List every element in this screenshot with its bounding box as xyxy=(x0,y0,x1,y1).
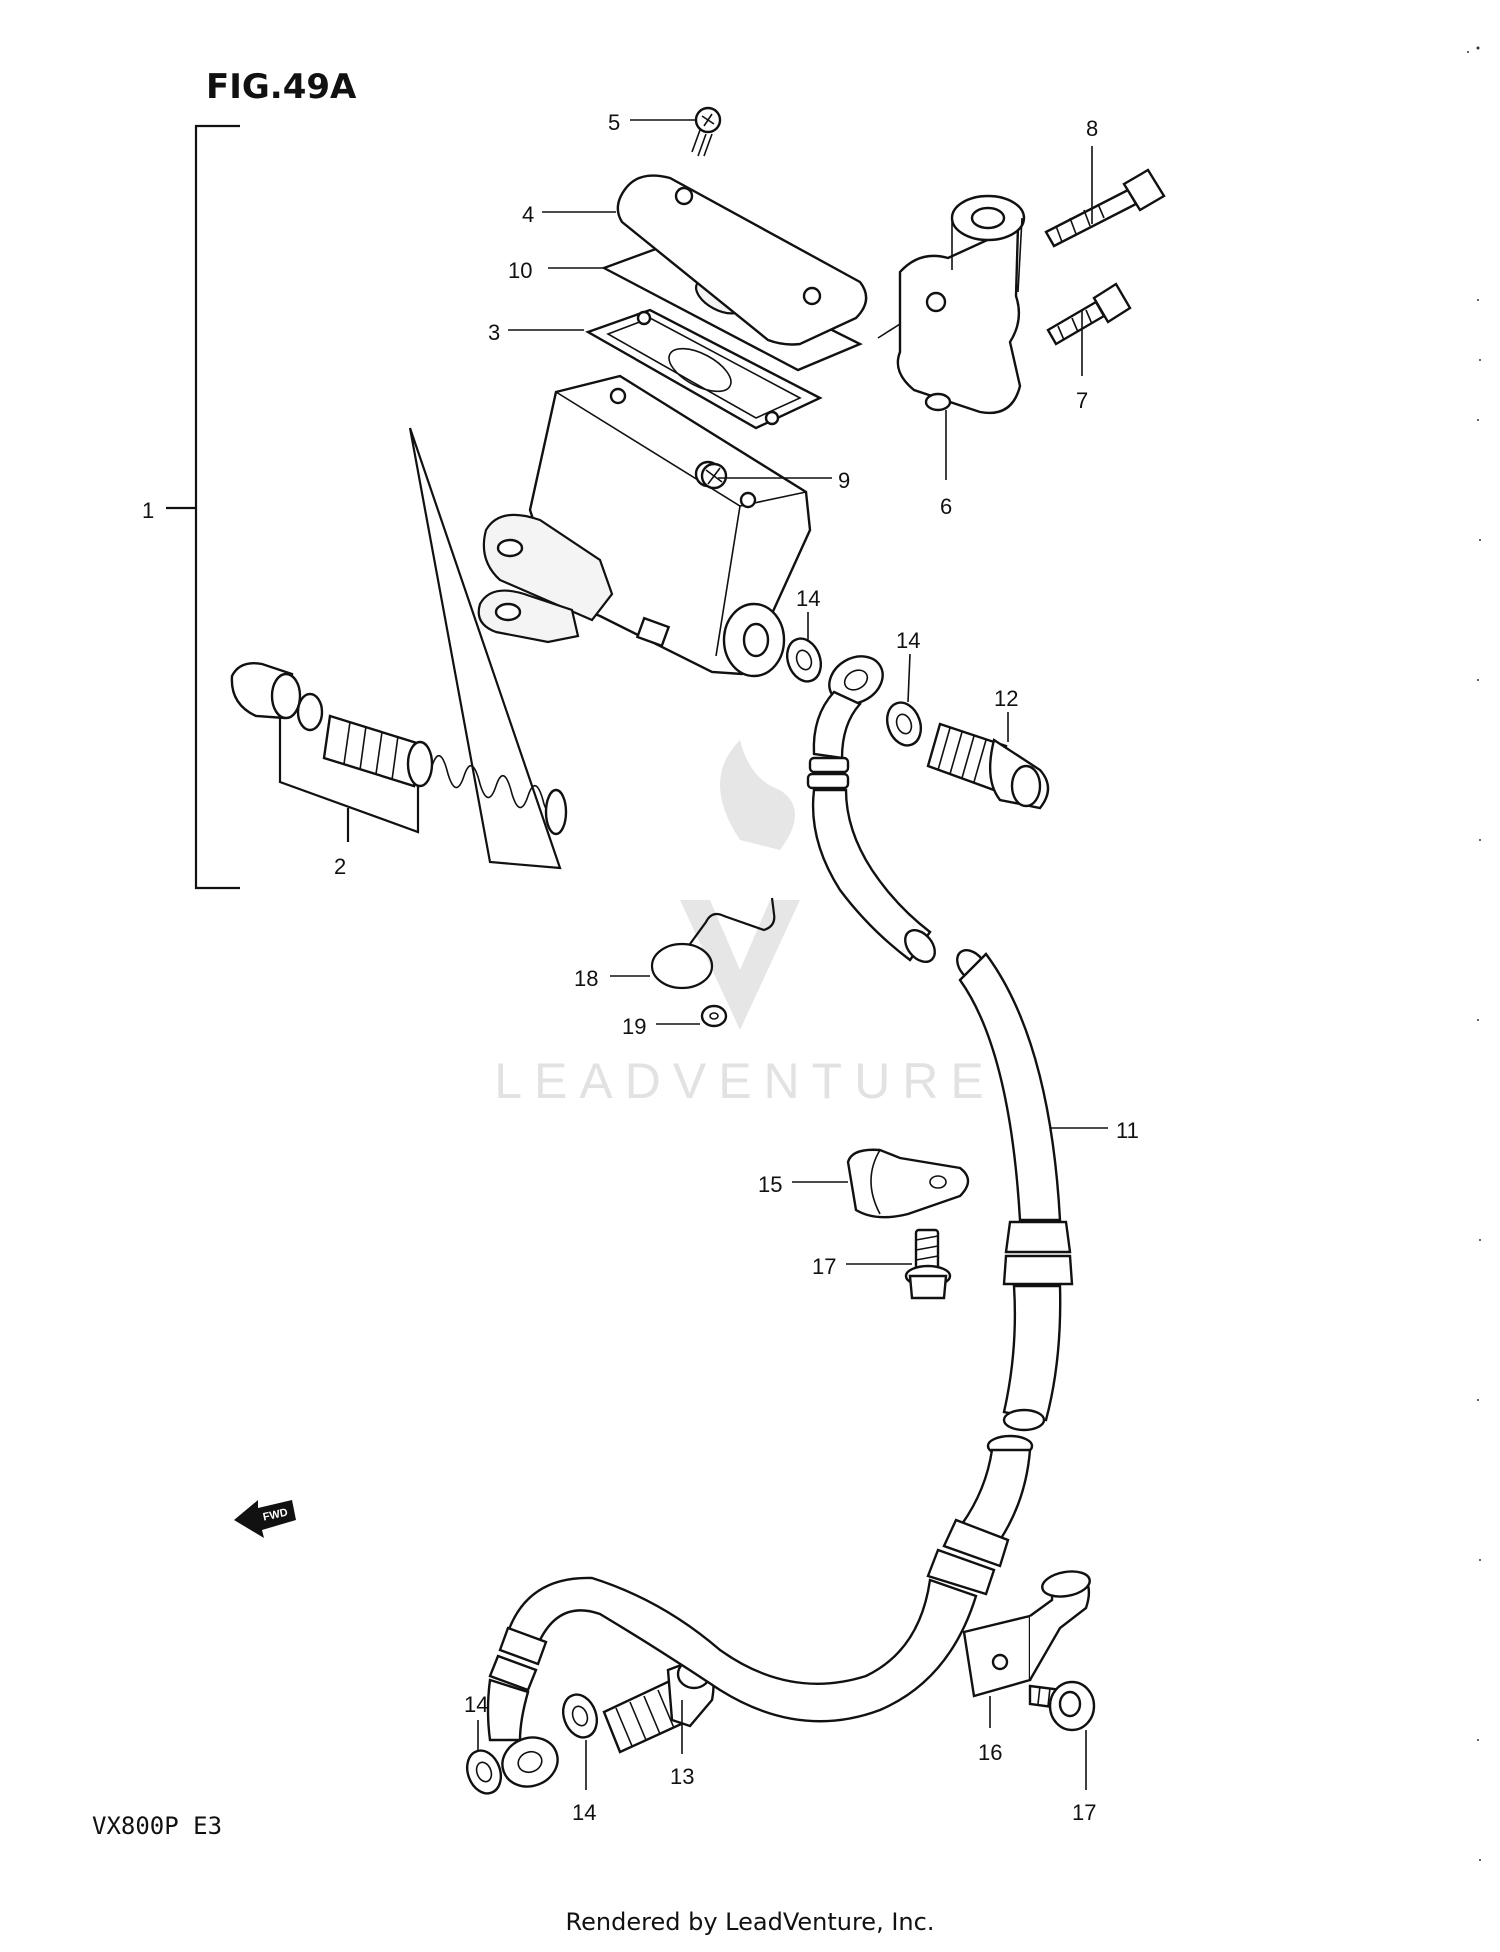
cap-screw xyxy=(691,106,722,157)
crush-washer-upper-b xyxy=(885,701,923,747)
scan-specks xyxy=(1467,46,1481,1861)
reservoir-cap xyxy=(616,174,868,346)
diaphragm-plate xyxy=(585,308,823,430)
clamp-bolt-lower xyxy=(1046,282,1132,346)
crush-washer-lower-b xyxy=(561,1693,599,1739)
master-cylinder-body xyxy=(477,374,812,678)
callout-8: 8 xyxy=(1086,116,1098,141)
clamp-bolt-upper xyxy=(1044,168,1166,248)
callout-14-b: 14 xyxy=(896,628,920,653)
banjo-bolt-upper xyxy=(926,722,1050,810)
callout-18: 18 xyxy=(574,966,598,991)
brake-hose-lower xyxy=(486,1434,1034,1788)
model-code: VX800P E3 xyxy=(92,1812,222,1840)
callout-12: 12 xyxy=(994,686,1018,711)
callout-1: 1 xyxy=(142,498,154,523)
switch-nut xyxy=(700,1004,728,1028)
reservoir-screw xyxy=(700,462,728,490)
watermark-v-icon xyxy=(680,900,800,1030)
leader-lines xyxy=(477,119,1108,1790)
callout-5: 5 xyxy=(608,110,620,135)
callout-3: 3 xyxy=(488,320,500,345)
callout-19: 19 xyxy=(622,1014,646,1039)
callout-16: 16 xyxy=(978,1740,1002,1765)
handlebar-clamp xyxy=(877,194,1026,415)
footer-credit: Rendered by LeadVenture, Inc. xyxy=(566,1908,935,1936)
callout-13: 13 xyxy=(670,1764,694,1789)
callout-14-d: 14 xyxy=(572,1800,596,1825)
callout-14-c: 14 xyxy=(464,1692,488,1717)
callout-10: 10 xyxy=(508,258,532,283)
callout-2: 2 xyxy=(334,854,346,879)
brake-hose-middle xyxy=(956,949,1074,1432)
brake-hose-upper xyxy=(806,655,936,963)
callout-11: 11 xyxy=(1116,1118,1139,1143)
hose-guide xyxy=(962,1570,1091,1698)
guide-bolt-lower xyxy=(1028,1680,1096,1732)
callout-17-b: 17 xyxy=(1072,1800,1096,1825)
callout-labels: 1 2 3 4 5 6 7 8 9 10 11 12 13 14 14 14 1… xyxy=(142,110,1139,1825)
callout-17-a: 17 xyxy=(812,1254,836,1279)
callout-14-a: 14 xyxy=(796,586,820,611)
assembly-bracket xyxy=(166,124,240,890)
piston-kit xyxy=(230,662,568,836)
forward-arrow-label: FWD xyxy=(262,1507,289,1524)
watermark: LEADVENTURE xyxy=(494,740,996,1109)
callout-9: 9 xyxy=(838,468,850,493)
brake-light-switch-spring xyxy=(650,897,776,990)
watermark-text: LEADVENTURE xyxy=(494,1053,996,1109)
forward-arrow-icon: FWD xyxy=(234,1500,296,1538)
piston-kit-bracket xyxy=(278,716,420,834)
crush-washer-upper-a xyxy=(785,637,823,683)
crush-washer-lower-a xyxy=(465,1749,503,1795)
figure-title: FIG.49A xyxy=(206,67,357,107)
callout-6: 6 xyxy=(940,494,952,519)
callout-15: 15 xyxy=(758,1172,782,1197)
guide-bolt-upper xyxy=(904,1228,952,1300)
hose-clamp xyxy=(846,1148,970,1219)
callout-4: 4 xyxy=(522,202,534,227)
callout-7: 7 xyxy=(1076,388,1088,413)
exploded-view-outline xyxy=(408,427,562,870)
watermark-flame-icon xyxy=(720,740,795,850)
